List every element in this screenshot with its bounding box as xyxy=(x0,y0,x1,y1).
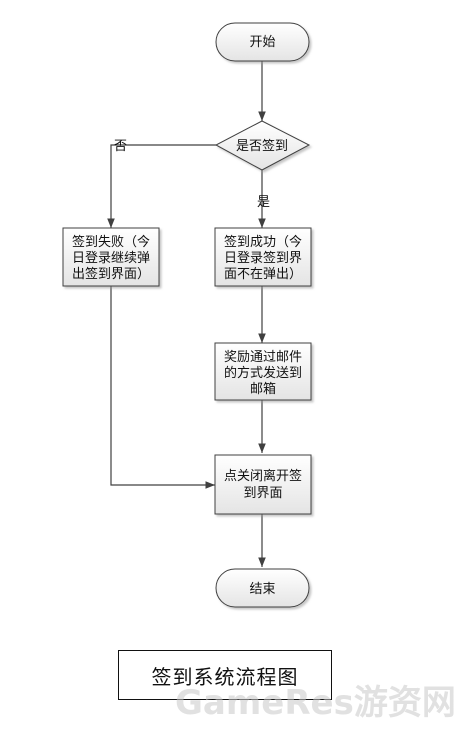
edge-fail-close xyxy=(110,286,215,489)
end-node-label: 结束 xyxy=(249,582,275,597)
edge-decision-fail xyxy=(107,144,216,228)
edge-label-yes: 是 xyxy=(257,195,270,210)
reward-node-line: 奖励通过邮件 xyxy=(224,350,302,365)
fail-node-line: 出签到界面） xyxy=(72,266,150,282)
edge-label-no: 否 xyxy=(114,139,127,154)
start-node: 开始 xyxy=(215,22,310,62)
reward-node: 奖励通过邮件 的方式发送到 邮箱 xyxy=(214,342,312,401)
reward-node-line: 邮箱 xyxy=(250,381,276,397)
close-node-line: 点关闭离开签 xyxy=(224,468,302,484)
fail-node-line: 日登录继续弹 xyxy=(72,251,150,266)
reward-node-line: 的方式发送到 xyxy=(224,365,302,381)
start-node-label: 开始 xyxy=(249,35,275,50)
success-node: 签到成功（今 日登录签到界 面不在弹出） xyxy=(214,227,312,287)
close-node: 点关闭离开签 到界面 xyxy=(214,454,312,515)
caption-box: 签到系统流程图 xyxy=(118,650,332,700)
fail-node-line: 签到失败（今 xyxy=(72,234,150,250)
success-node-line: 签到成功（今 xyxy=(224,234,302,250)
decision-node: 是否签到 xyxy=(214,120,311,171)
close-node-line: 到界面 xyxy=(243,486,282,501)
success-node-line: 面不在弹出） xyxy=(224,267,302,282)
edges xyxy=(107,61,266,567)
decision-node-label: 是否签到 xyxy=(236,138,288,154)
success-node-line: 日登录签到界 xyxy=(224,250,302,266)
end-node: 结束 xyxy=(215,568,310,608)
caption-title: 签到系统流程图 xyxy=(151,664,299,689)
fail-node: 签到失败（今 日登录继续弹 出签到界面） xyxy=(62,227,160,287)
